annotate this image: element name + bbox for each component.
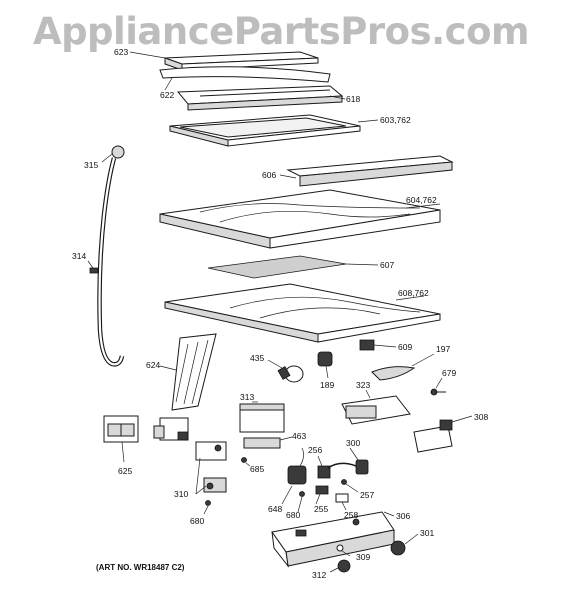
part-257-screw [342, 480, 359, 493]
label-256: 256 [308, 445, 322, 455]
part-679-screw [431, 378, 446, 395]
part-603-glass-shelf [170, 115, 378, 146]
label-257: 257 [360, 490, 374, 500]
label-624: 624 [146, 360, 160, 370]
part-323-bracket [342, 390, 410, 424]
part-609-clip [360, 340, 396, 350]
label-609: 609 [398, 342, 412, 352]
part-313-module [240, 402, 284, 432]
part-607-grid-panel [208, 256, 378, 278]
part-315-tube [100, 146, 125, 364]
label-648: 648 [268, 504, 282, 514]
art-number: (ART NO. WR18487 C2) [96, 563, 185, 572]
label-315: 315 [84, 160, 98, 170]
part-310-thermostat [196, 442, 226, 494]
label-463: 463 [292, 431, 306, 441]
label-604-762: 604,762 [406, 195, 437, 205]
label-189: 189 [320, 380, 334, 390]
part-301-knob [391, 534, 418, 555]
label-680-left: 680 [190, 516, 204, 526]
label-312: 312 [312, 570, 326, 580]
label-679: 679 [442, 368, 456, 378]
label-258: 258 [344, 510, 358, 520]
label-625: 625 [118, 466, 132, 476]
label-255: 255 [314, 504, 328, 514]
part-648-switch [282, 448, 306, 504]
label-197: 197 [436, 344, 450, 354]
label-301: 301 [420, 528, 434, 538]
label-608-762: 608,762 [398, 288, 429, 298]
part-306-control-housing [272, 512, 394, 566]
part-463-plate [244, 437, 292, 448]
label-300: 300 [346, 438, 360, 448]
part-606-crisper-front [280, 156, 452, 186]
label-308: 308 [474, 412, 488, 422]
part-255-part [316, 486, 328, 504]
part-685-screw [242, 458, 251, 467]
part-624-duct [160, 334, 216, 410]
label-323: 323 [356, 380, 370, 390]
part-312-knob [330, 560, 350, 572]
part-189-socket [318, 352, 332, 378]
label-306: 306 [396, 511, 410, 521]
part-300-harness [328, 448, 368, 474]
part-308-bracket [414, 416, 472, 452]
part-435-bulb [268, 360, 303, 382]
part-680-screw-mid [298, 492, 305, 513]
part-622-cover [160, 67, 330, 90]
part-damper-assembly [154, 418, 188, 440]
label-607: 607 [380, 260, 394, 270]
part-680-screw-left [204, 501, 211, 515]
label-623: 623 [114, 47, 128, 57]
label-618: 618 [346, 94, 360, 104]
label-435: 435 [250, 353, 264, 363]
label-603-762: 603,762 [380, 115, 411, 125]
label-313: 313 [240, 392, 254, 402]
part-258-part [336, 494, 348, 510]
label-680-mid: 680 [286, 510, 300, 520]
part-309-part [337, 545, 350, 556]
label-314: 314 [72, 251, 86, 261]
part-314-clip [88, 261, 98, 273]
part-197-shield [372, 354, 434, 380]
part-256-switch [318, 456, 330, 478]
label-606: 606 [262, 170, 276, 180]
label-309: 309 [356, 552, 370, 562]
label-622: 622 [160, 90, 174, 100]
part-604-shelf-frame [160, 190, 440, 248]
part-618-rail [178, 86, 345, 110]
label-310: 310 [174, 489, 188, 499]
label-685: 685 [250, 464, 264, 474]
part-625-housing [104, 416, 138, 462]
part-608-crisper-cover [165, 284, 440, 342]
